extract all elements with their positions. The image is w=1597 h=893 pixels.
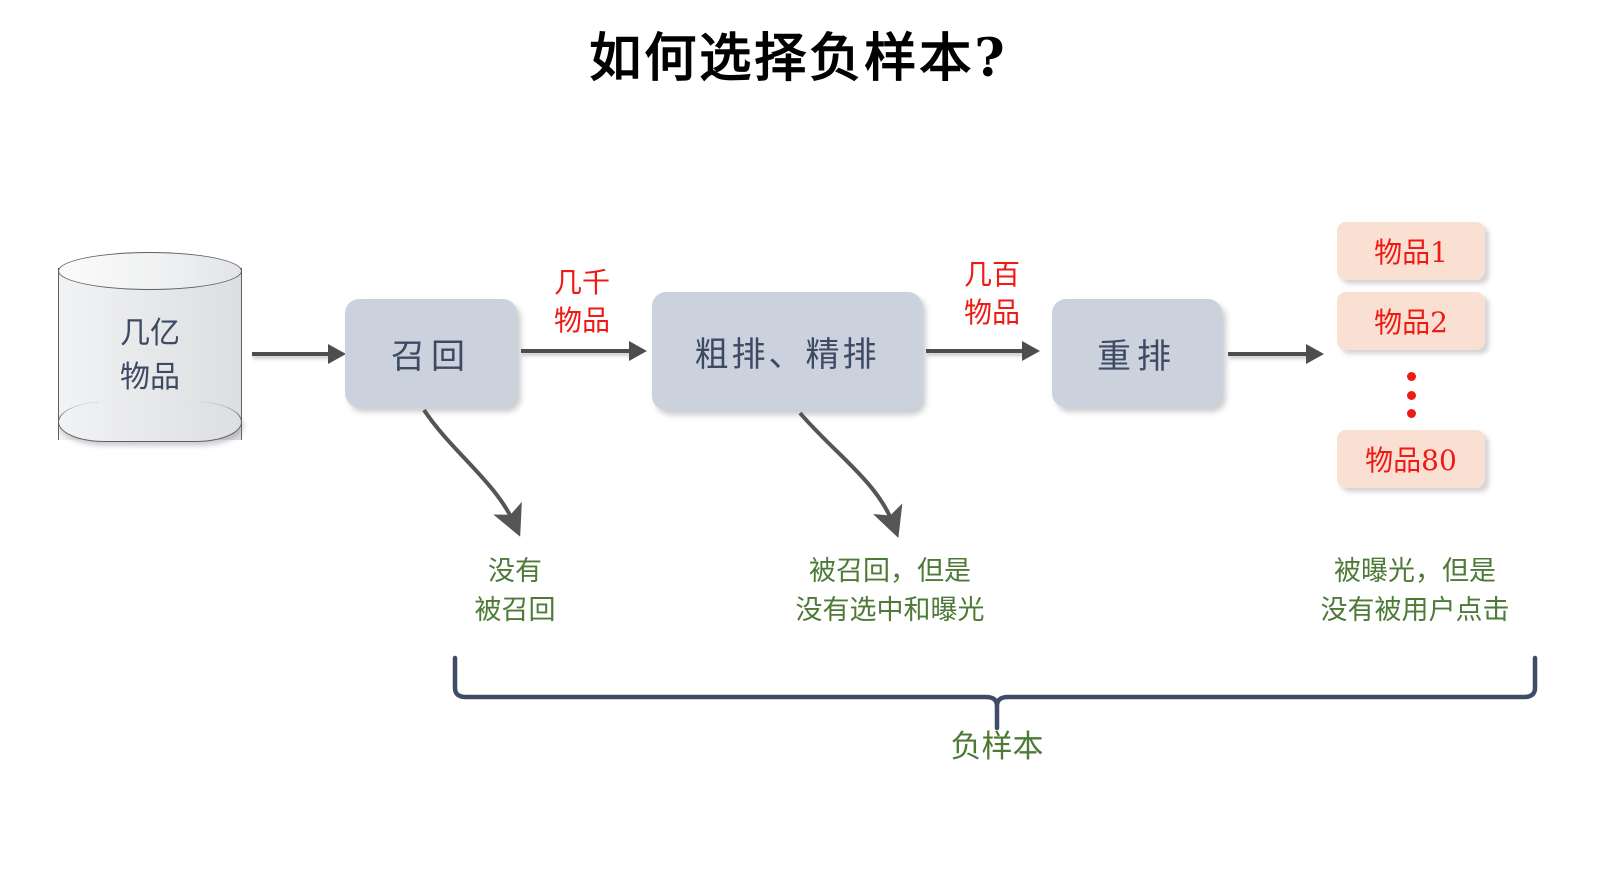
database-cylinder: 几亿 物品 [58, 250, 244, 460]
arrow-rerank-to-results-line [1228, 352, 1310, 356]
annotation-recalled-not-shown-line1: 被召回，但是 [809, 556, 971, 587]
arrow-source-to-recall-line [252, 352, 330, 356]
annotation-shown-not-clicked-line2: 没有被用户点击 [1320, 595, 1510, 626]
result-item-1[interactable]: 物品1 [1337, 222, 1485, 280]
result-item-2[interactable]: 物品2 [1337, 292, 1485, 350]
annotation-shown-not-clicked-line1: 被曝光，但是 [1334, 556, 1496, 587]
flow-count-hundreds-line1: 几百 [963, 258, 1020, 291]
cylinder-bottom-ellipse [58, 402, 242, 442]
ellipsis-dot [1406, 372, 1416, 381]
annotation-not-recalled-line1: 没有 [488, 556, 542, 587]
stage-box-rank[interactable]: 粗排、精排 [652, 292, 922, 410]
result-items-ellipsis-icon [1337, 372, 1485, 418]
stage-box-rerank[interactable]: 重排 [1052, 299, 1222, 407]
annotation-shown-not-clicked: 被曝光，但是 没有被用户点击 [1250, 552, 1580, 630]
stage-box-recall[interactable]: 召回 [345, 299, 517, 407]
annotation-recalled-not-shown-line2: 没有选中和曝光 [795, 595, 985, 626]
cylinder-top-ellipse [58, 252, 242, 290]
flow-count-thousands: 几千 物品 [530, 264, 634, 340]
ellipsis-dot [1406, 390, 1416, 400]
flow-count-thousands-line1: 几千 [553, 266, 610, 299]
brace-label-negative-samples: 负样本 [950, 729, 1044, 765]
result-item-80[interactable]: 物品80 [1337, 430, 1485, 488]
curved-arrow-recall-dropout [422, 408, 522, 537]
arrow-rerank-to-results-head [1306, 344, 1324, 364]
cylinder-label-line2: 物品 [120, 360, 180, 395]
negative-samples-brace [452, 655, 1538, 731]
arrow-source-to-recall-head [328, 344, 346, 364]
cylinder-label-line1: 几亿 [120, 316, 180, 351]
arrow-recall-to-rank-head [629, 341, 647, 361]
curved-arrow-rank-dropout [798, 411, 903, 539]
arrow-rank-to-rerank-head [1022, 341, 1040, 361]
ellipsis-dot [1406, 409, 1416, 418]
arrow-recall-to-rank-line [521, 349, 631, 353]
flow-count-thousands-line2: 物品 [553, 304, 610, 337]
flow-count-hundreds: 几百 物品 [940, 256, 1044, 332]
arrow-rank-to-rerank-line [926, 349, 1024, 353]
cylinder-label: 几亿 物品 [58, 312, 242, 400]
annotation-recalled-not-shown: 被召回，但是 没有选中和曝光 [740, 552, 1040, 630]
annotation-not-recalled-line2: 被召回 [474, 595, 556, 626]
flow-count-hundreds-line2: 物品 [963, 296, 1020, 329]
annotation-not-recalled: 没有 被召回 [410, 552, 620, 630]
page-title: 如何选择负样本? [589, 28, 1008, 89]
